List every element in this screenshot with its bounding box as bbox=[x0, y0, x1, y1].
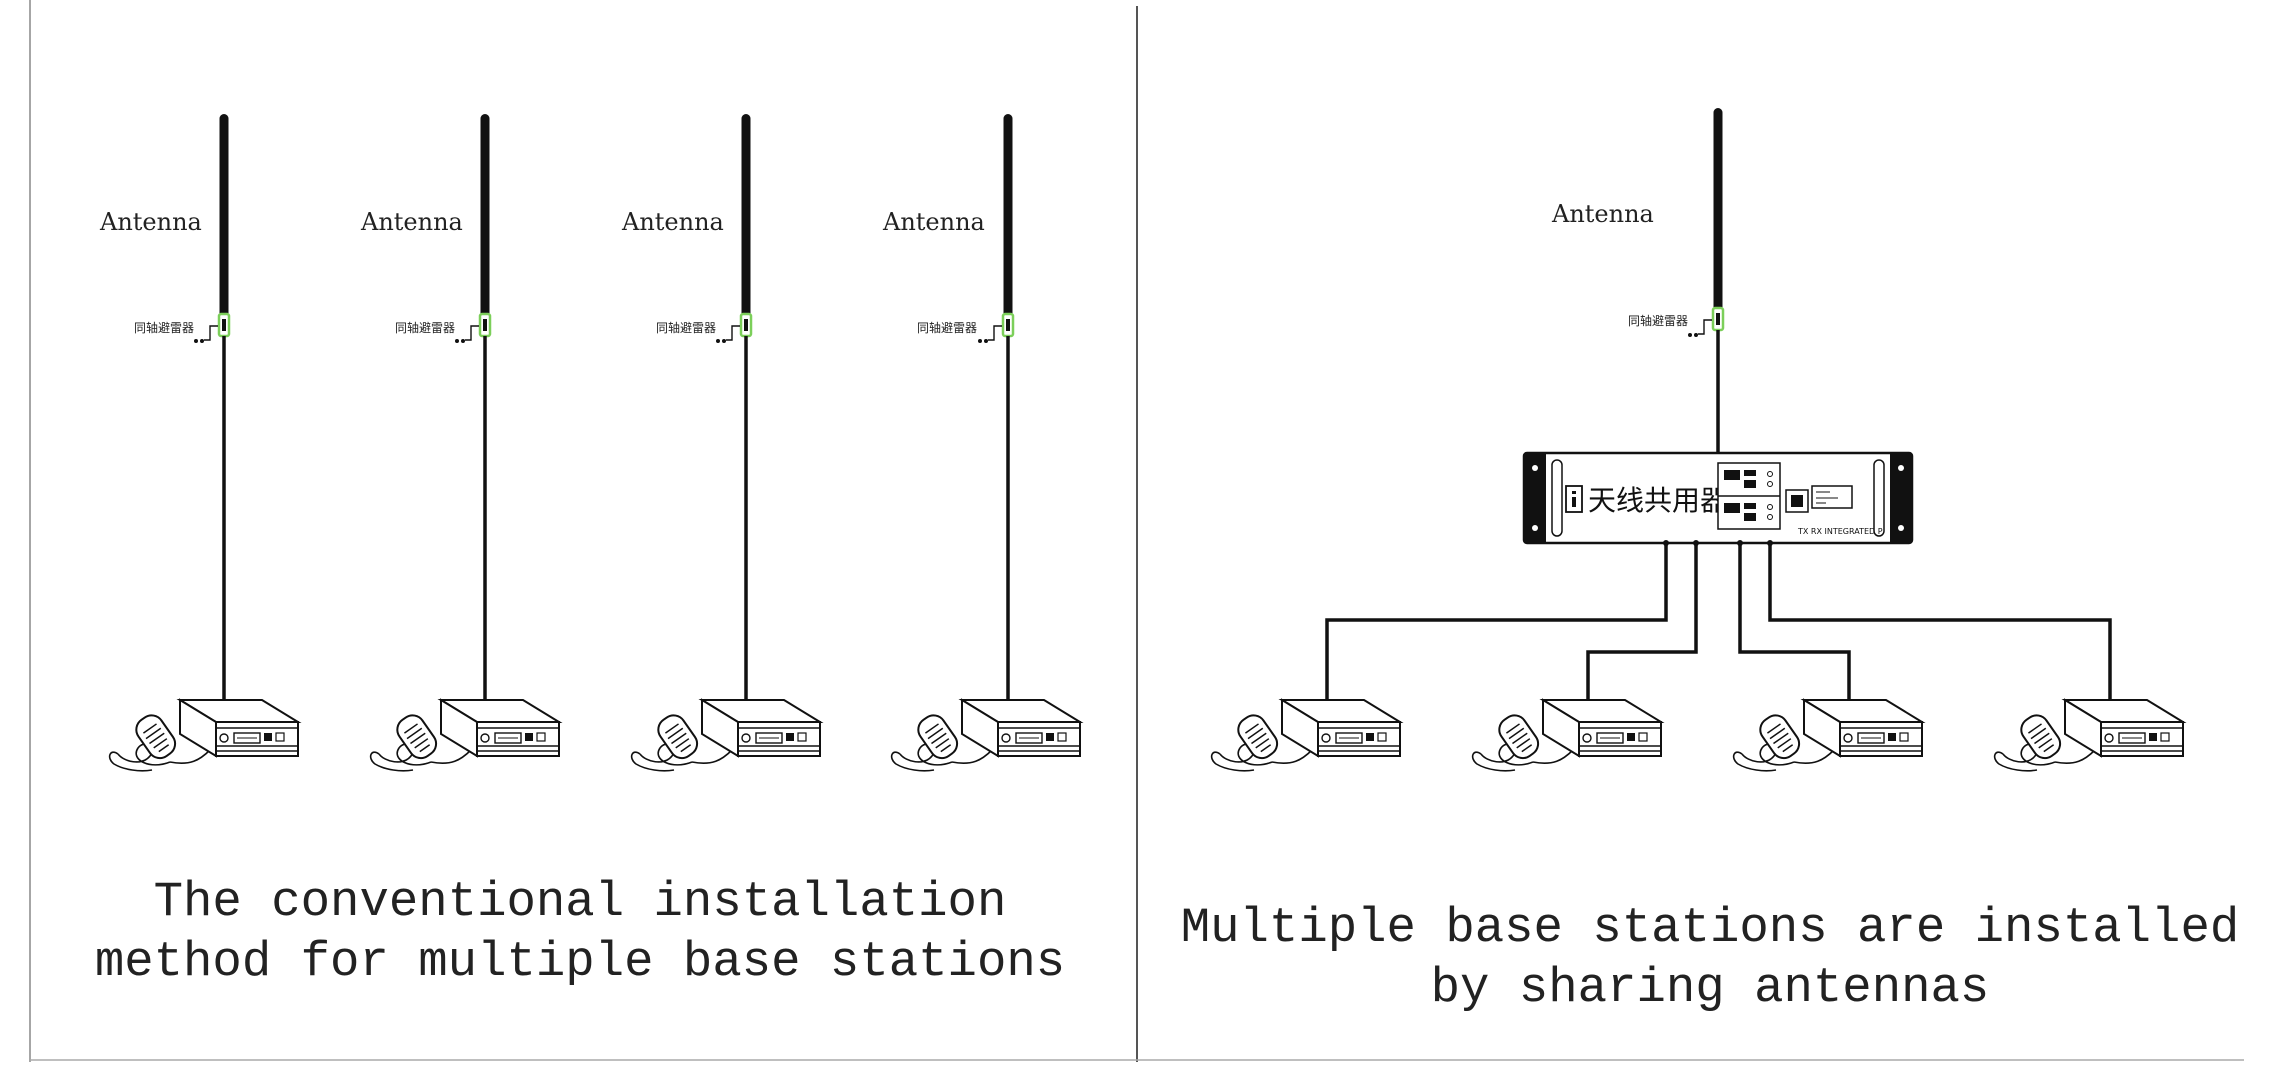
combiner-label: 天线共用器 bbox=[1588, 484, 1728, 517]
base-station-radio-icon bbox=[108, 699, 300, 772]
base-station-radio-icon bbox=[1732, 699, 1923, 772]
left-caption: The conventional installation method for… bbox=[94, 874, 1066, 990]
base-station-radio-icon bbox=[1993, 699, 2184, 772]
cable-to-station-6 bbox=[1586, 543, 1698, 700]
shared-antenna-icon bbox=[1686, 106, 1725, 339]
station-1: Antenna 同轴避雷器 bbox=[99, 112, 300, 772]
base-station-radio-icon bbox=[369, 699, 560, 772]
arrester-label: 同轴避雷器 bbox=[134, 320, 194, 335]
right-caption: Multiple base stations are installed by … bbox=[1180, 900, 2240, 1016]
station-3: Antenna 同轴避雷器 bbox=[621, 112, 821, 772]
cable-to-station-7 bbox=[1738, 543, 1851, 700]
station-2: Antenna 同轴避雷器 bbox=[360, 112, 560, 772]
base-station-radio-icon bbox=[1210, 699, 1401, 772]
arrester-label: 同轴避雷器 bbox=[1628, 313, 1688, 328]
antenna-combiner: 天线共用器 TX RX INTEGRATED P bbox=[1522, 451, 1914, 546]
arrester-label: 同轴避雷器 bbox=[917, 320, 977, 335]
station-4: Antenna 同轴避雷器 bbox=[882, 112, 1081, 772]
cable-to-station-8 bbox=[1768, 543, 2112, 700]
distribution-cables bbox=[1325, 543, 2112, 700]
antenna-label: Antenna bbox=[99, 208, 202, 236]
right-panel: Antenna 同轴避雷器 天线共用器 bbox=[1210, 106, 2184, 772]
arrester-label: 同轴避雷器 bbox=[656, 320, 716, 335]
antenna-label: Antenna bbox=[1551, 200, 1654, 228]
base-station-radio-icon bbox=[890, 699, 1081, 772]
arrester-label: 同轴避雷器 bbox=[395, 320, 455, 335]
left-panel: Antenna 同轴避雷器 Antenna 同轴避雷器 Antenna 同轴避雷… bbox=[99, 112, 1081, 772]
antenna-label: Antenna bbox=[882, 208, 985, 236]
antenna-label: Antenna bbox=[621, 208, 724, 236]
base-station-radio-icon bbox=[1471, 699, 1662, 772]
base-station-radio-icon bbox=[630, 699, 821, 772]
cable-to-station-5 bbox=[1325, 543, 1668, 700]
combiner-sublabel: TX RX INTEGRATED P bbox=[1797, 527, 1883, 536]
antenna-label: Antenna bbox=[360, 208, 463, 236]
